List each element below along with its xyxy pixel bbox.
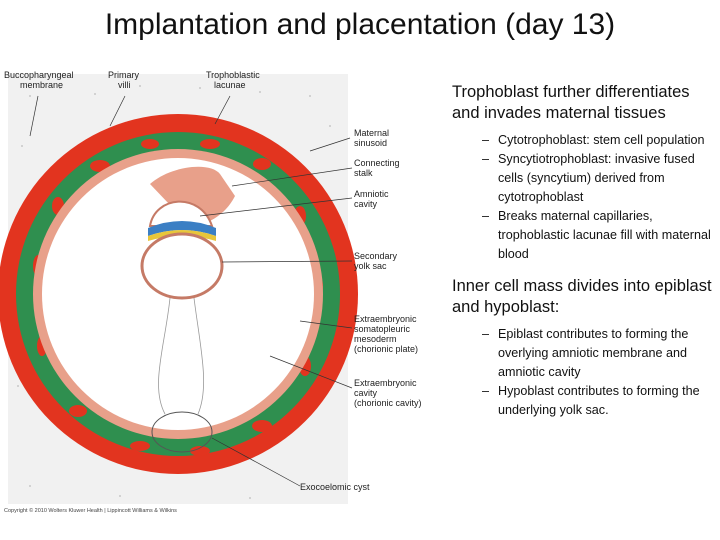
subpoint-cytotrophoblast: –Cytotrophoblast: stem cell population <box>482 131 714 150</box>
dash-glyph: – <box>482 209 490 223</box>
label-connecting-stalk-1: Connecting <box>354 158 400 168</box>
endometrium-stipple <box>17 85 339 499</box>
label-secondary-yolk-sac-1: Secondary <box>354 251 398 261</box>
subpoint-epiblast: –Epiblast contributes to forming the ove… <box>482 325 714 382</box>
leader-lines <box>29 95 353 487</box>
epiblast <box>148 221 216 236</box>
label-amniotic-cavity-2: cavity <box>354 199 378 209</box>
exocoelomic-cyst <box>151 411 213 453</box>
label-extraembryonic-cavity-3: (chorionic cavity) <box>354 398 422 408</box>
label-primary-villi-1: Primary <box>108 70 139 80</box>
dash-glyph: – <box>482 133 490 147</box>
embryo-illustration: Buccopharyngeal membrane Primary villi T… <box>0 70 422 514</box>
bullet-inner-cell-mass: Inner cell mass divides into epiblast an… <box>452 277 712 316</box>
bullet-text: Trophoblast further differentiates and i… <box>452 82 714 420</box>
label-extraembryonic-meso-4: (chorionic plate) <box>354 344 418 354</box>
day13-embryo-diagram: Buccopharyngeal membrane Primary villi T… <box>0 66 440 526</box>
subpoint-text: Epiblast contributes to forming the over… <box>498 327 689 379</box>
exocoelomic-strands <box>158 297 205 415</box>
label-trophoblastic-lacunae-1: Trophoblastic <box>206 70 260 80</box>
dash-glyph: – <box>482 152 490 166</box>
label-maternal-sinusoid-2: sinusoid <box>354 138 387 148</box>
label-buccopharyngeal-2: membrane <box>20 80 63 90</box>
bullet-trophoblast: Trophoblast further differentiates and i… <box>452 83 690 122</box>
label-exocoelomic-cyst: Exocoelomic cyst <box>300 482 370 492</box>
inner-cell-mass-subpoints: –Epiblast contributes to forming the ove… <box>482 325 714 420</box>
label-extraembryonic-meso-1: Extraembryonic <box>354 314 417 324</box>
label-primary-villi-2: villi <box>118 80 131 90</box>
subpoint-syncytiotrophoblast: –Syncytiotrophoblast: invasive fused cel… <box>482 150 714 207</box>
subpoint-text: Cytotrophoblast: stem cell population <box>498 133 705 147</box>
subpoint-text: Syncytiotrophoblast: invasive fused cell… <box>498 152 695 204</box>
subpoint-text: Breaks maternal capillaries, trophoblast… <box>498 209 711 261</box>
label-maternal-sinusoid-1: Maternal <box>354 128 389 138</box>
figure-copyright: Copyright © 2010 Wolters Kluwer Health |… <box>4 507 177 514</box>
dash-glyph: – <box>482 327 490 341</box>
label-secondary-yolk-sac-2: yolk sac <box>354 261 387 271</box>
label-extraembryonic-cavity-2: cavity <box>354 388 378 398</box>
label-connecting-stalk-2: stalk <box>354 168 373 178</box>
trophoblast-subpoints: –Cytotrophoblast: stem cell population –… <box>482 131 714 264</box>
label-amniotic-cavity-1: Amniotic <box>354 189 389 199</box>
secondary-yolk-sac <box>140 232 224 300</box>
subpoint-text: Hypoblast contributes to forming the und… <box>498 384 700 417</box>
subpoint-hypoblast: –Hypoblast contributes to forming the un… <box>482 382 714 420</box>
label-extraembryonic-cavity-1: Extraembryonic <box>354 378 417 388</box>
connecting-stalk <box>150 166 235 226</box>
label-extraembryonic-meso-2: somatopleuric <box>354 324 411 334</box>
slide-title: Implantation and placentation (day 13) <box>104 8 616 41</box>
subpoint-maternal-capillaries: –Breaks maternal capillaries, trophoblas… <box>482 207 714 264</box>
label-extraembryonic-meso-3: mesoderm <box>354 334 397 344</box>
label-trophoblastic-lacunae-2: lacunae <box>214 80 246 90</box>
label-buccopharyngeal-1: Buccopharyngeal <box>4 70 74 80</box>
amniotic-cavity <box>148 200 214 227</box>
dash-glyph: – <box>482 384 490 398</box>
